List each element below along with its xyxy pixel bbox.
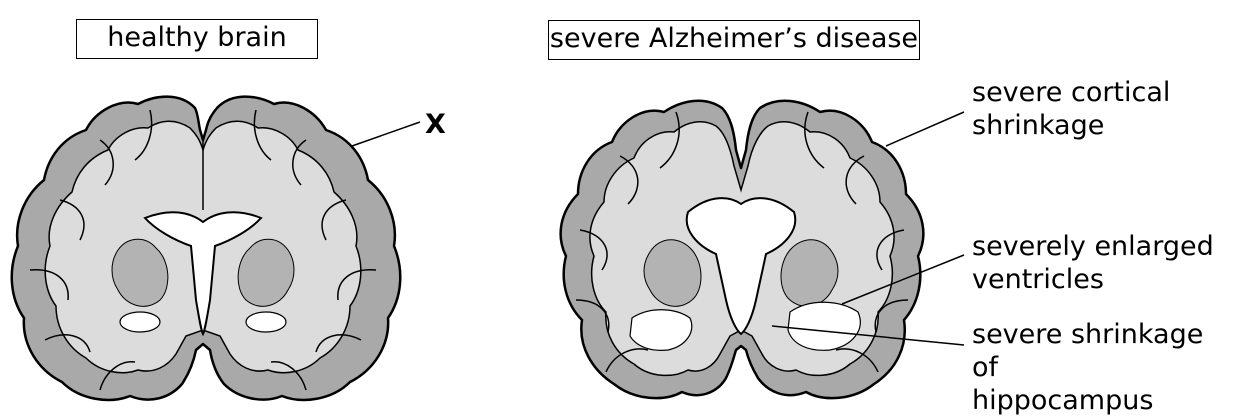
pointer-line-x bbox=[352, 122, 420, 146]
healthy-brain-label: healthy brain bbox=[76, 19, 318, 59]
marker-x: X bbox=[425, 109, 446, 140]
alz-enlarged-space-left bbox=[630, 310, 692, 351]
annotation-ventricles-line1: severely enlarged bbox=[972, 230, 1214, 263]
annotation-hippo-line2: hippocampus bbox=[972, 384, 1237, 417]
healthy-hippocampus-right bbox=[246, 312, 286, 332]
pointer-line-cortical bbox=[886, 112, 964, 146]
annotation-ventricles-line2: ventricles bbox=[972, 263, 1214, 296]
healthy-brain bbox=[12, 97, 420, 400]
annotation-enlarged-ventricles: severely enlarged ventricles bbox=[972, 230, 1214, 296]
annotation-hippocampus-shrinkage: severe shrinkage of hippocampus bbox=[972, 318, 1237, 417]
alzheimers-brain bbox=[561, 101, 964, 398]
alzheimers-label: severe Alzheimer’s disease bbox=[548, 20, 920, 60]
annotation-hippo-line1: severe shrinkage of bbox=[972, 318, 1237, 384]
healthy-hippocampus-left bbox=[120, 312, 160, 332]
annotation-cortical-line2: shrinkage bbox=[972, 109, 1170, 142]
annotation-cortical-shrinkage: severe cortical shrinkage bbox=[972, 76, 1170, 142]
annotation-cortical-line1: severe cortical bbox=[972, 76, 1170, 109]
